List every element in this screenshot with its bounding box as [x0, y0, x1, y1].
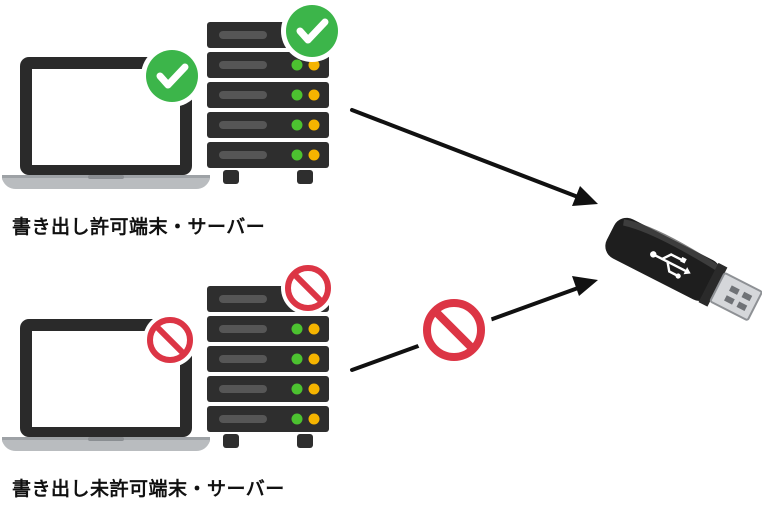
- denied-server-prohibited-icon: [281, 261, 335, 315]
- allowed-devices-label: 書き出し許可端末・サーバー: [12, 216, 266, 238]
- usb-drive-icon: [605, 217, 762, 321]
- denied-laptop-prohibited-icon: [143, 313, 197, 367]
- allowed-laptop-check-icon: [141, 45, 203, 107]
- denied-arrow-prohibited-icon: [415, 291, 493, 369]
- allowed-server-check-icon: [281, 0, 343, 62]
- allowed-arrow: [350, 108, 598, 206]
- denied-devices-label: 書き出し未許可端末・サーバー: [12, 478, 285, 500]
